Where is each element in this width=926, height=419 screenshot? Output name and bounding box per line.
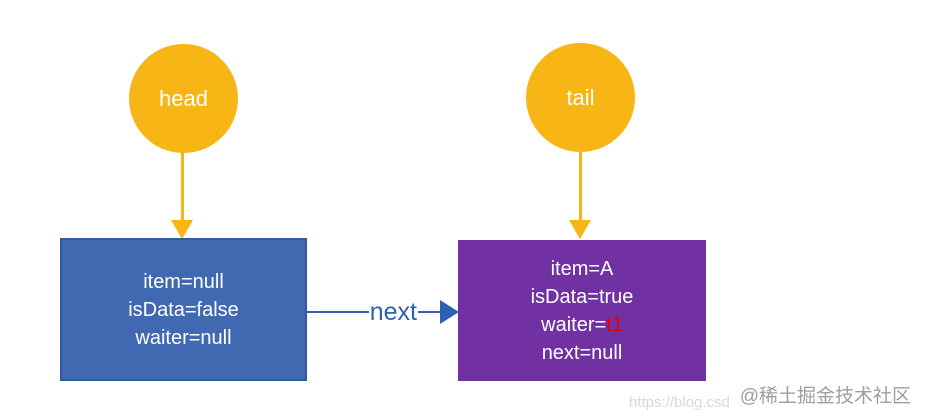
head-node-field-isdata: isData=false [128, 298, 239, 321]
tail-node-waiter-label: waiter= [541, 313, 607, 336]
head-arrow-line [181, 152, 184, 222]
tail-node-field-next: next=null [541, 341, 623, 364]
tail-pointer-circle: tail [526, 43, 635, 152]
head-pointer-circle: head [129, 44, 238, 153]
tail-arrow-line [579, 152, 582, 222]
tail-arrow-down-icon [569, 220, 591, 239]
head-node-field-item: item=null [143, 270, 224, 293]
tail-node-field-isdata: isData=true [530, 285, 634, 308]
tail-pointer-label: tail [566, 84, 595, 110]
tail-node-waiter-value: t1 [606, 313, 623, 336]
next-arrow-label: next [369, 297, 417, 326]
tail-node-field-waiter: waiter=t1 [541, 311, 623, 339]
head-node-box: item=null isData=false waiter=null [60, 238, 307, 381]
head-pointer-label: head [159, 85, 208, 111]
watermark-community: @稀土掘金技术社区 [739, 386, 911, 407]
watermark-url: https://blog.csd [629, 394, 730, 411]
next-arrow-line-right [418, 311, 440, 313]
next-arrow: next [306, 299, 459, 325]
head-node-field-waiter: waiter=null [135, 326, 232, 349]
head-arrow-down-icon [171, 220, 193, 239]
tail-node-field-item: item=A [550, 257, 614, 280]
tail-node-box: item=A isData=true waiter=t1 next=null [458, 240, 706, 381]
next-arrow-line-left [306, 311, 369, 313]
next-arrow-right-icon [440, 300, 459, 324]
